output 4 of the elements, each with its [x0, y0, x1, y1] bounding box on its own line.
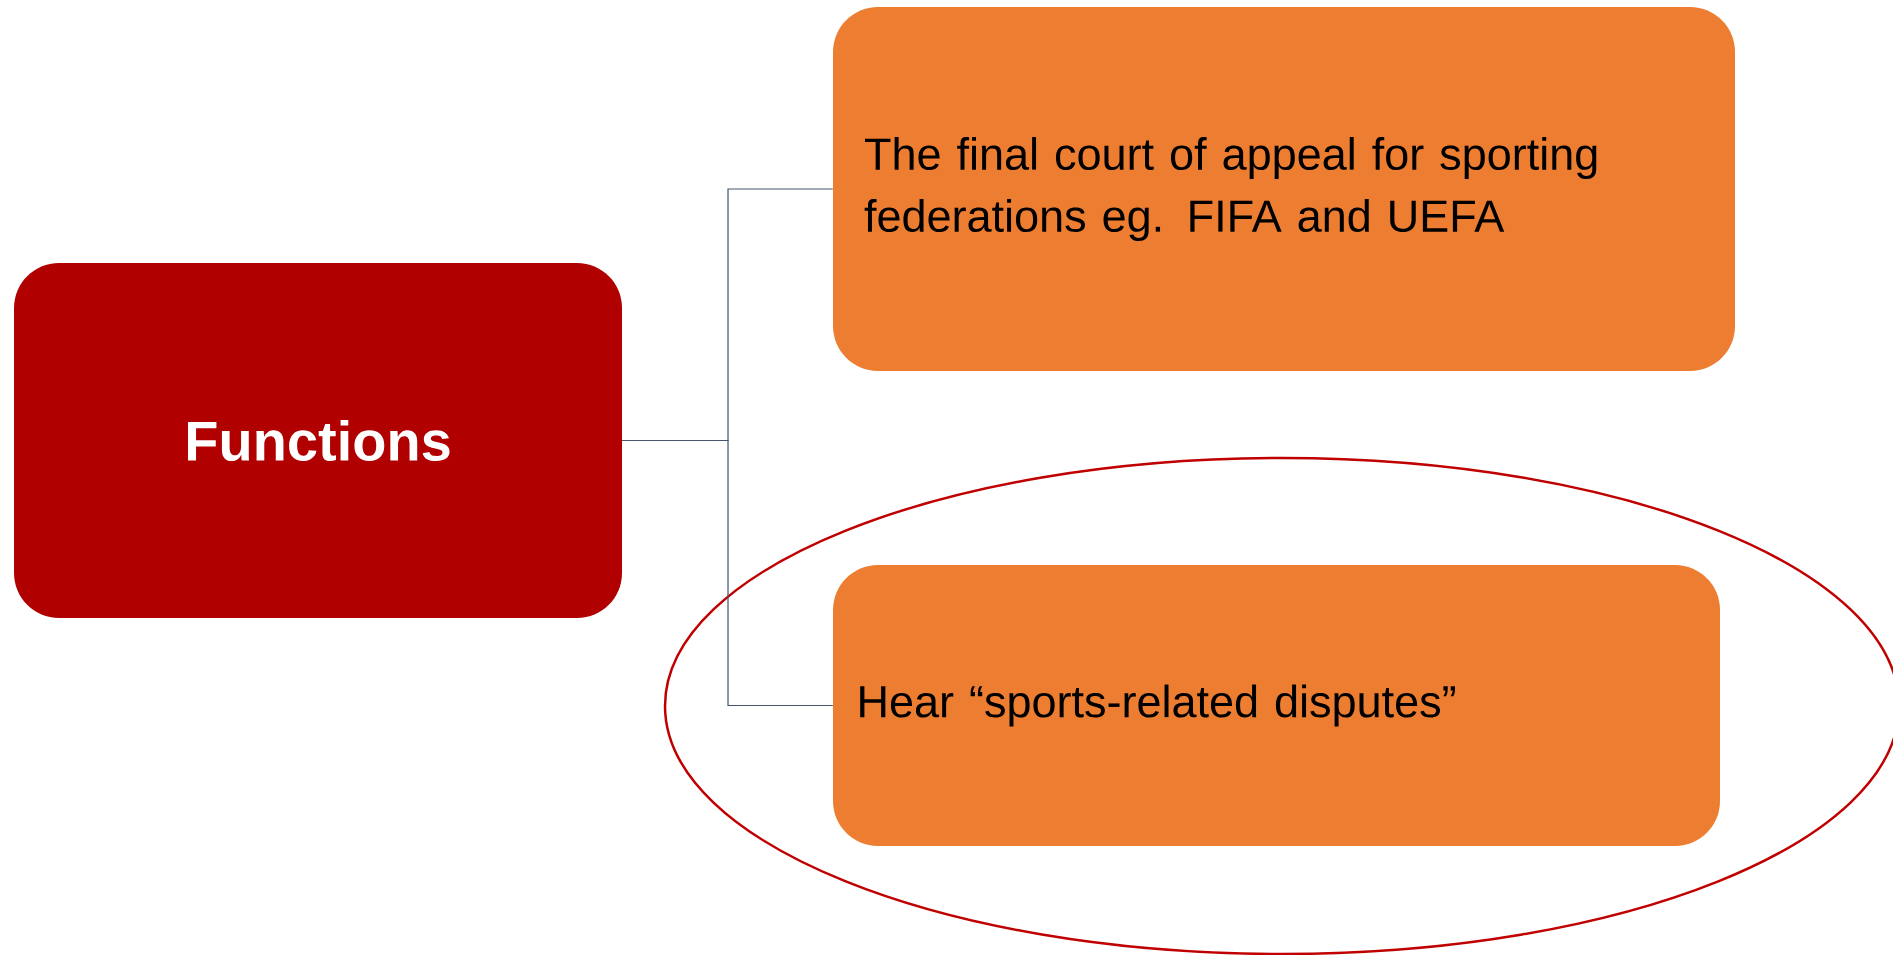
connector [621, 439, 834, 707]
text-box: The final court of appeal for sporting federations eg. FIFA and UEFA [833, 7, 1735, 371]
text-box: Hear “sports-related disputes” [833, 565, 1720, 846]
title-box: Functions [14, 263, 622, 618]
